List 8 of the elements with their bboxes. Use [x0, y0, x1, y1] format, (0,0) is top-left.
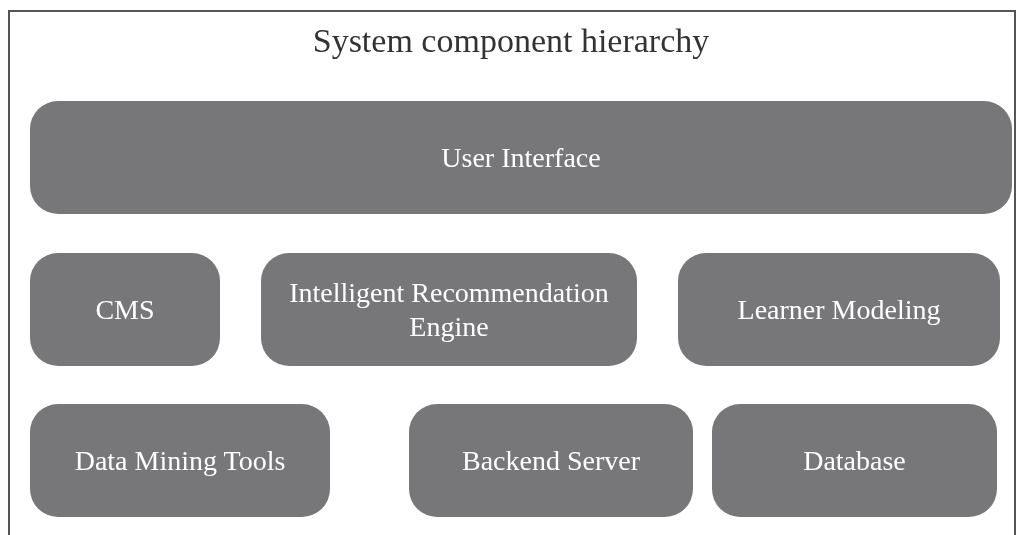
component-box: CMS [30, 253, 220, 366]
component-box: Backend Server [409, 404, 693, 517]
component-box: User Interface [30, 101, 1012, 214]
component-box: Learner Modeling [678, 253, 1000, 366]
component-box: Database [712, 404, 997, 517]
component-box: Intelligent Recommendation Engine [261, 253, 637, 366]
diagram-title: System component hierarchy [312, 22, 710, 60]
component-box: Data Mining Tools [30, 404, 330, 517]
